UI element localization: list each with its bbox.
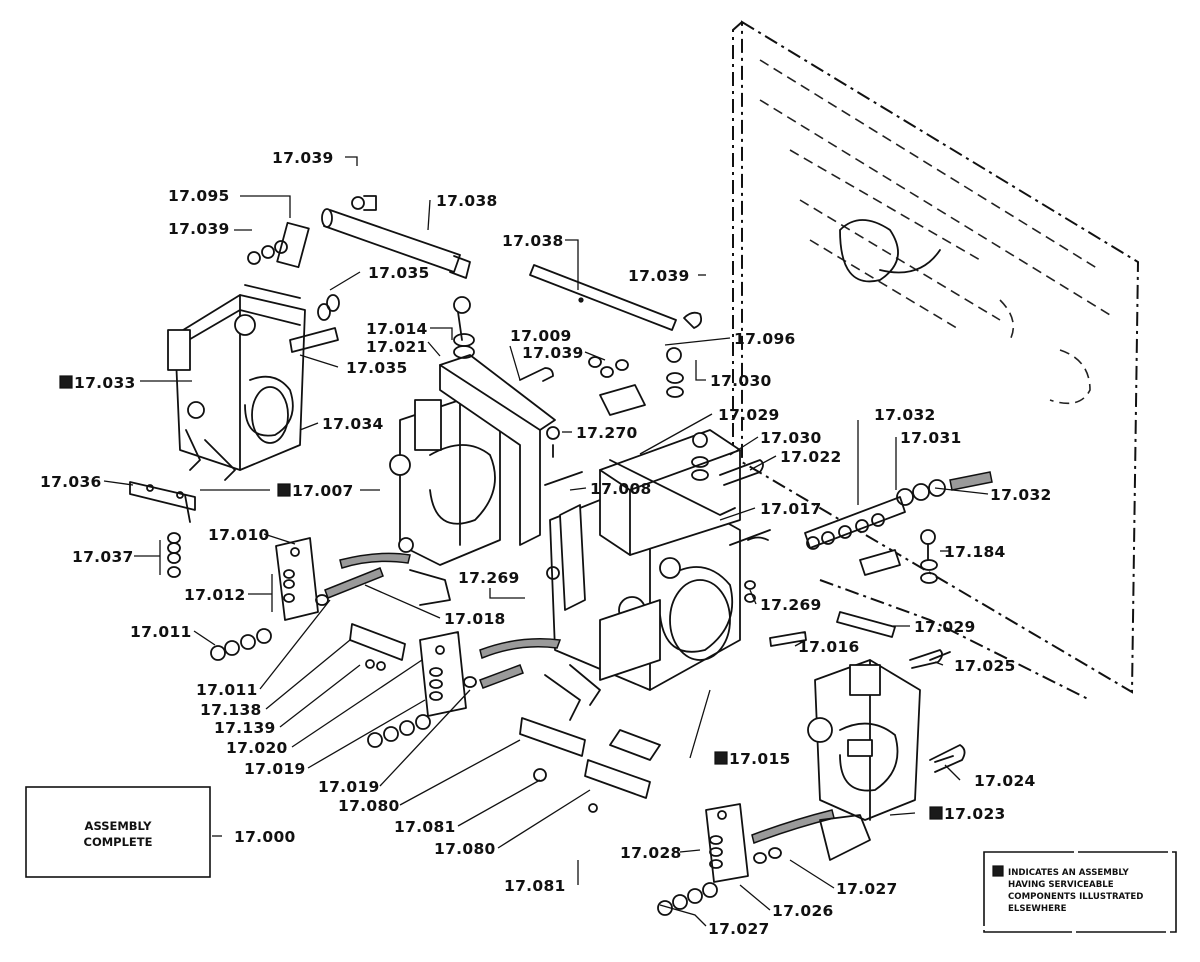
callout-17080-b: 17.080	[434, 840, 496, 858]
callout-17019-a: 17.019	[244, 760, 306, 778]
callout-17096: 17.096	[734, 330, 796, 348]
callout-17021: 17.021	[366, 338, 428, 356]
callout-17029-b: 17.029	[914, 618, 976, 636]
washer-stack	[167, 532, 181, 578]
contactor-assembly-left	[167, 221, 340, 481]
callout-17009: 17.009	[510, 327, 572, 345]
assembly-complete-box: ASSEMBLY COMPLETE	[25, 786, 211, 878]
callout-17184: 17.184	[944, 543, 1006, 561]
callout-17018: 17.018	[444, 610, 506, 628]
callout-17024: 17.024	[974, 772, 1036, 790]
callout-17034: 17.034	[322, 415, 384, 433]
callout-17081-a: 17.081	[394, 818, 456, 836]
callout-17038-a: 17.038	[436, 192, 498, 210]
callout-17017: 17.017	[760, 500, 822, 518]
callout-17007: 17.007	[292, 482, 354, 500]
callout-17020: 17.020	[226, 739, 288, 757]
legend-note: INDICATES AN ASSEMBLY HAVING SERVICEABLE…	[983, 851, 1177, 933]
contact-strip-center	[367, 631, 651, 813]
callout-17026: 17.026	[772, 902, 834, 920]
assembly-marker-17015	[714, 751, 728, 765]
callout-17095: 17.095	[168, 187, 230, 205]
contactor-assembly-center-left	[339, 296, 560, 606]
callout-17011-a: 17.011	[130, 623, 192, 641]
callout-17012: 17.012	[184, 586, 246, 604]
callout-17032-b: 17.032	[990, 486, 1052, 504]
callout-17030-b: 17.030	[760, 429, 822, 447]
bracket-part	[129, 481, 196, 523]
callout-17016: 17.016	[798, 638, 860, 656]
callout-17022: 17.022	[780, 448, 842, 466]
legend-line1: INDICATES AN ASSEMBLY	[1008, 868, 1130, 878]
rod-part	[321, 195, 471, 279]
callout-17039-c: 17.039	[628, 267, 690, 285]
bar-part	[529, 264, 703, 331]
callout-17269-b: 17.269	[760, 596, 822, 614]
assembly-marker-17033	[59, 375, 73, 389]
legend-line2: HAVING SERVICEABLE	[1008, 880, 1114, 890]
mounting-panel	[732, 20, 1140, 694]
callout-17035-b: 17.035	[346, 359, 408, 377]
callout-labels: 17.039 17.038 17.095 17.039 17.038 17.03…	[40, 149, 1052, 938]
legend-line4: ELSEWHERE	[1008, 904, 1067, 914]
legend-line3: COMPONENTS ILLUSTRATED	[1008, 892, 1143, 902]
callout-17027-b: 17.027	[708, 920, 770, 938]
callout-17080-a: 17.080	[338, 797, 400, 815]
callout-17010: 17.010	[208, 526, 270, 544]
callout-17025: 17.025	[954, 657, 1016, 675]
callout-17270: 17.270	[576, 424, 638, 442]
callout-17138: 17.138	[200, 701, 262, 719]
callout-17028: 17.028	[620, 844, 682, 862]
callout-17023: 17.023	[944, 805, 1006, 823]
callout-17035-a: 17.035	[368, 264, 430, 282]
callout-17037: 17.037	[72, 548, 134, 566]
leader-lines	[103, 156, 989, 927]
callout-17039-b: 17.039	[168, 220, 230, 238]
callout-17027-a: 17.027	[836, 880, 898, 898]
callout-17008: 17.008	[590, 480, 652, 498]
callout-17038-b: 17.038	[502, 232, 564, 250]
callout-17014: 17.014	[366, 320, 428, 338]
callout-17029-a: 17.029	[718, 406, 780, 424]
misc-small-parts	[544, 347, 954, 763]
callout-17039-a: 17.039	[272, 149, 334, 167]
callout-17036: 17.036	[40, 473, 102, 491]
callout-17039-d: 17.039	[522, 344, 584, 362]
callout-17030-a: 17.030	[710, 372, 772, 390]
assembly-marker-17023	[929, 806, 943, 820]
contactor-assembly-center	[479, 429, 771, 761]
callout-17032-a: 17.032	[874, 406, 936, 424]
contact-stack-right	[804, 471, 1091, 701]
callout-17000: 17.000	[234, 828, 296, 846]
callout-17081-b: 17.081	[504, 877, 566, 895]
callout-17033: 17.033	[74, 374, 136, 392]
callout-17011-b: 17.011	[196, 681, 258, 699]
assembly-box-line1: ASSEMBLY	[85, 819, 153, 833]
assembly-box-line2: COMPLETE	[84, 835, 153, 849]
callout-17031: 17.031	[900, 429, 962, 447]
callout-17269-a: 17.269	[458, 569, 520, 587]
callout-17015: 17.015	[729, 750, 791, 768]
legend-assembly-marker	[992, 865, 1004, 877]
contact-strip-left	[210, 537, 406, 671]
callout-17139: 17.139	[214, 719, 276, 737]
callout-17019-b: 17.019	[318, 778, 380, 796]
assembly-marker-17007	[277, 483, 291, 497]
contactor-assembly-right	[751, 649, 966, 861]
